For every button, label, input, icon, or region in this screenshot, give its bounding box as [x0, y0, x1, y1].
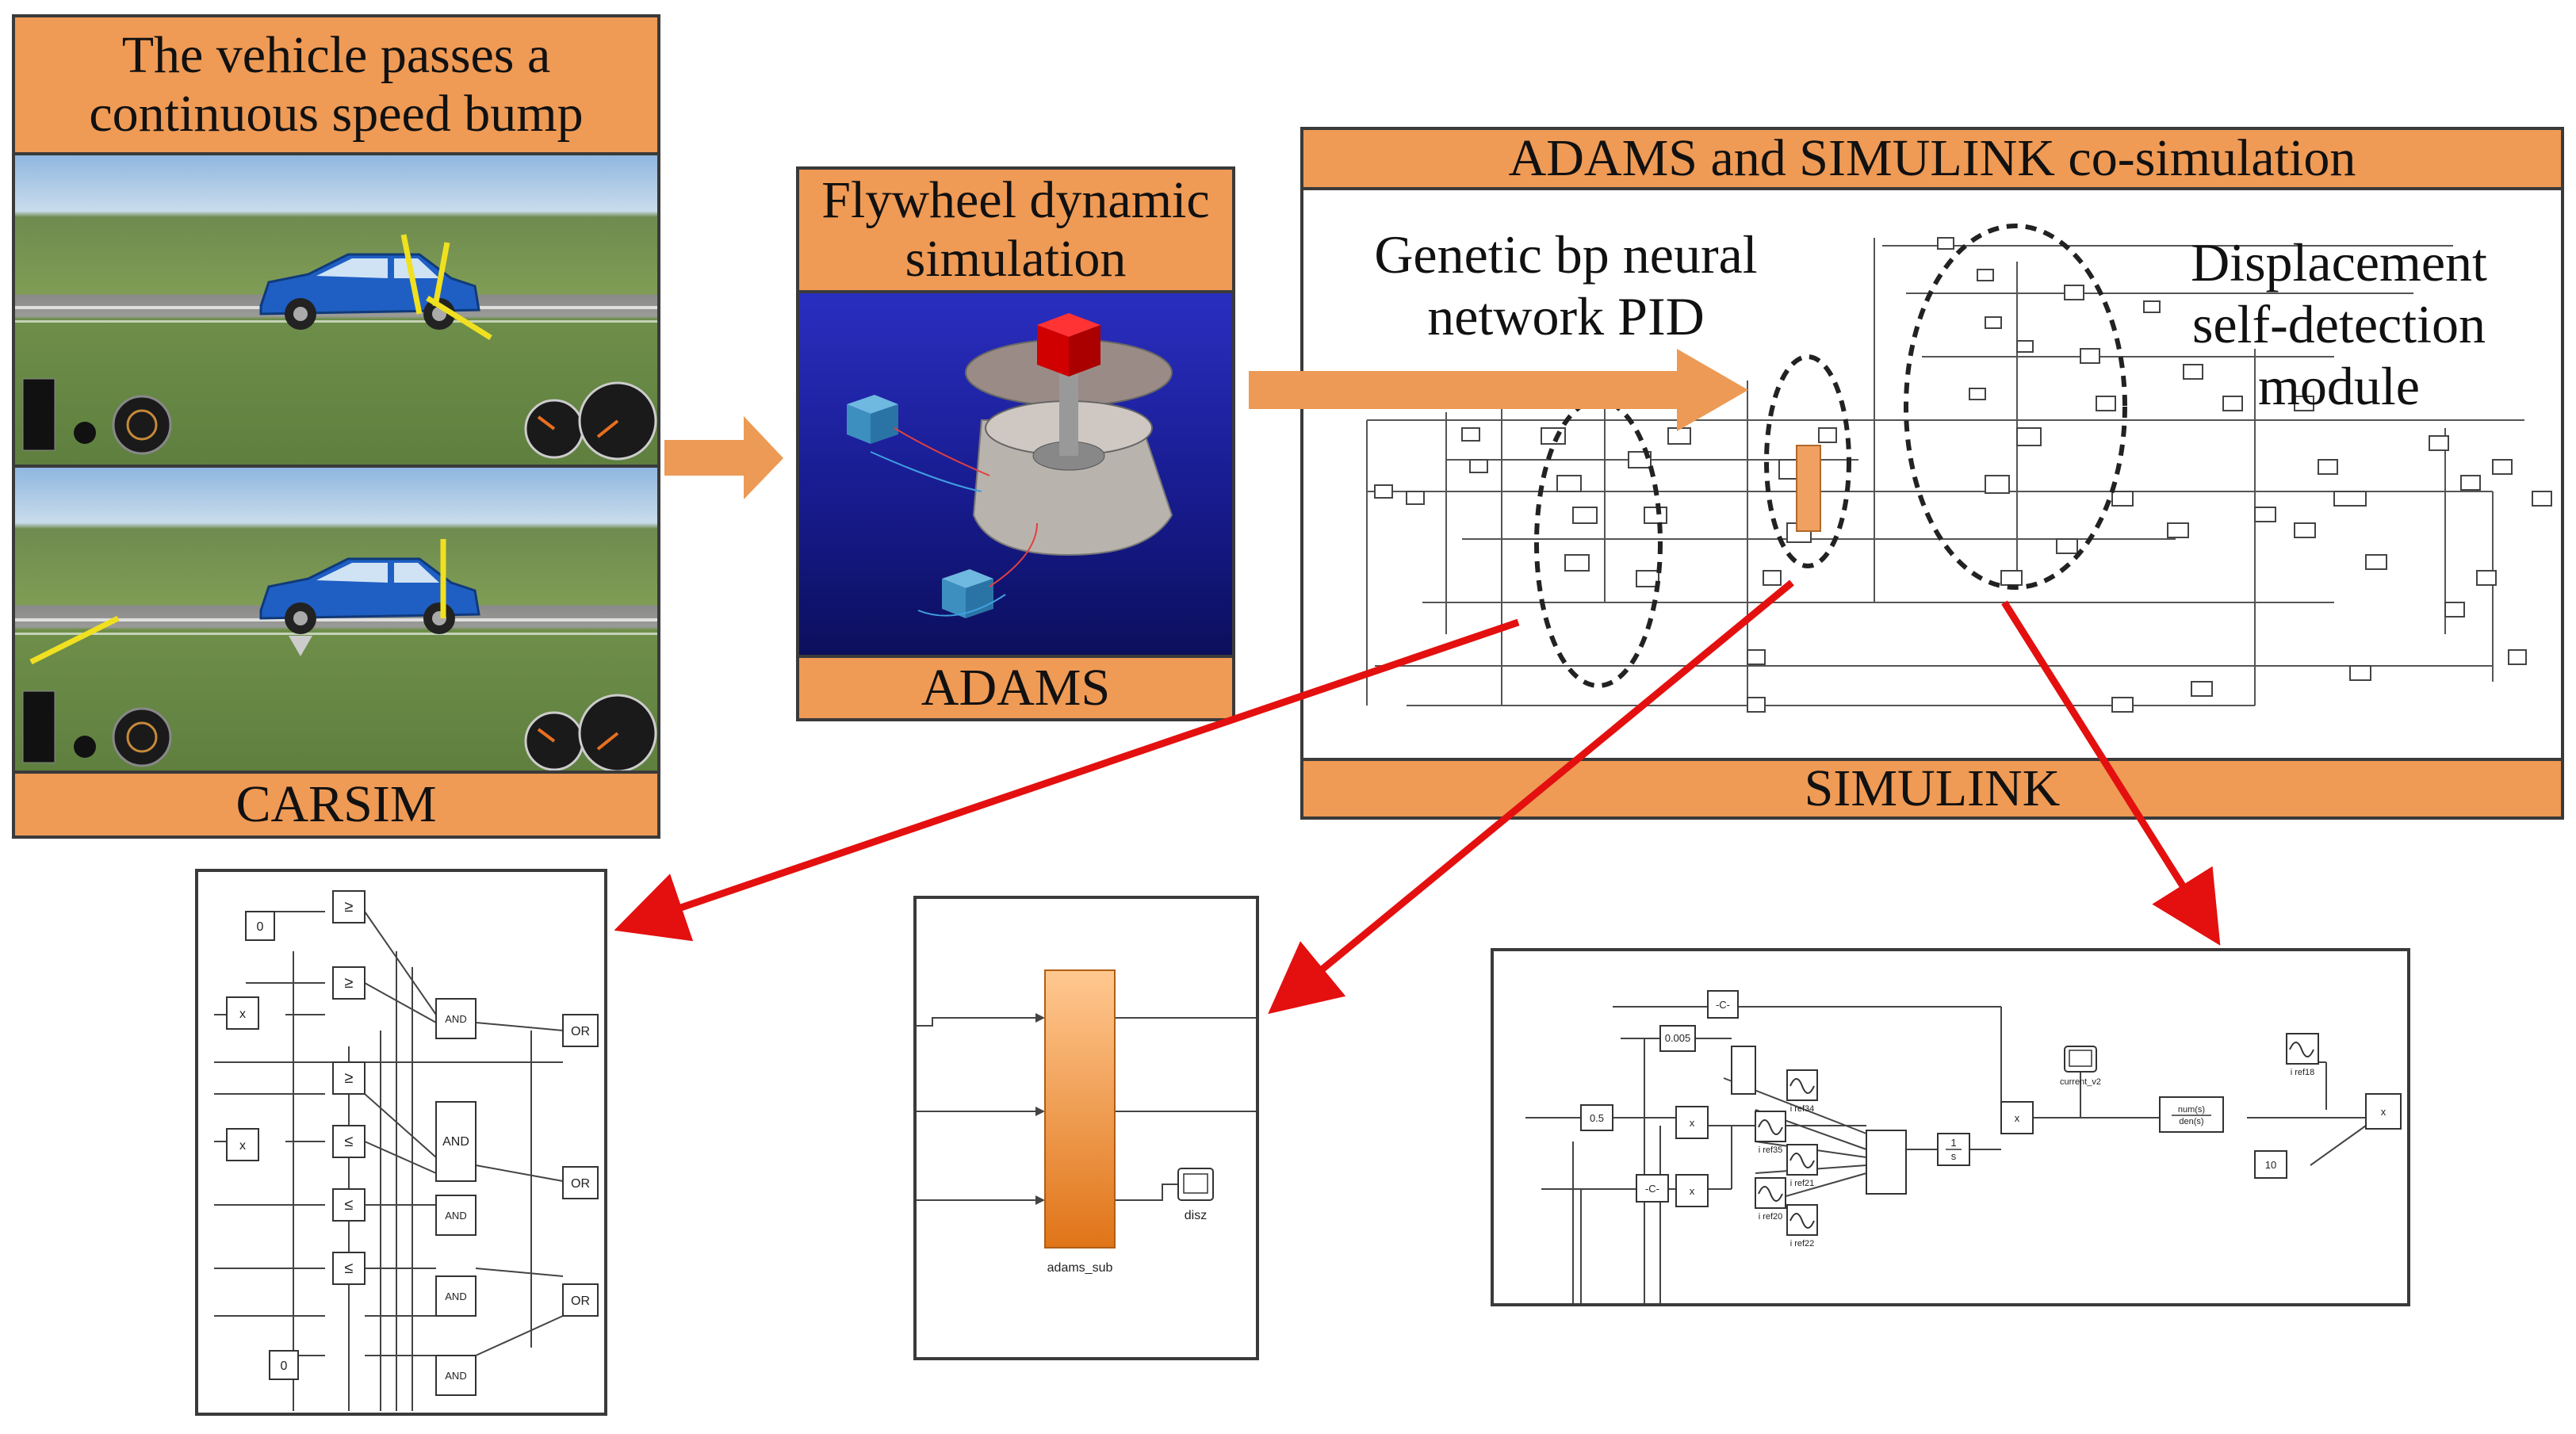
- flow-arrow-carsim-adams: [664, 416, 783, 499]
- simulink-overview-art: [1366, 224, 2552, 713]
- displacement-diagram: -C- 0.005 0.5 -C- 10 x x x x i ref34 i r…: [1525, 990, 2402, 1303]
- current-v2-label: current_v2: [2060, 1077, 2101, 1087]
- logic-and-a: AND: [445, 1013, 466, 1025]
- carsim-footer: CARSIM: [12, 771, 660, 839]
- integrator-num: 1: [1950, 1137, 1956, 1149]
- logic-ge-b: ≥: [345, 974, 354, 992]
- disz-scope-label: disz: [1185, 1209, 1207, 1222]
- const-0005: 0.005: [1665, 1032, 1691, 1044]
- mult-b: x: [1690, 1185, 1695, 1197]
- logic-and-c: AND: [445, 1210, 466, 1222]
- carsim-footer-label: CARSIM: [235, 775, 437, 834]
- red-arrow-to-logic: [614, 618, 1520, 942]
- cosim-footer-label: SIMULINK: [1804, 759, 2061, 818]
- logic-ge-c: ≥: [345, 1069, 354, 1087]
- label-genetic-pid-line1: Genetic bp neural: [1374, 224, 1758, 285]
- blue-car-icon: [259, 557, 480, 634]
- const-c1: -C-: [1716, 999, 1730, 1011]
- ref18-label: i ref18: [2291, 1068, 2315, 1077]
- cyan-box-icon: [942, 569, 993, 618]
- ref21-label: i ref21: [1790, 1179, 1815, 1188]
- logic-diagram: 0 x x 0 ≥ ≥ ≥ ≤ ≤ ≤ AND AND AND AND AND …: [214, 890, 599, 1411]
- label-genetic-pid-line2: network PID: [1427, 286, 1705, 347]
- flywheel-model-art: [847, 313, 1173, 618]
- mult-d: x: [2381, 1106, 2387, 1118]
- mult-a: x: [1690, 1117, 1695, 1129]
- adams-scene: [796, 293, 1235, 655]
- logic-and-e: AND: [445, 1370, 466, 1382]
- red-arrow-to-adams-sub: [1268, 579, 1794, 1015]
- logic-const-0-a: 0: [257, 920, 264, 934]
- cosim-title: ADAMS and SIMULINK co-simulation: [1508, 129, 2356, 188]
- carsim-scene-bottom-art: [15, 539, 657, 773]
- detail-adams-panel: adams_sub disz: [913, 896, 1259, 1360]
- adams-title-line2: simulation: [905, 230, 1127, 288]
- label-genetic-pid: Genetic bp neural network PID: [1332, 224, 1800, 347]
- adams-footer-label: ADAMS: [921, 659, 1111, 717]
- mult-c: x: [2015, 1112, 2020, 1124]
- label-displacement-line2: self-detection: [2191, 294, 2486, 355]
- adams-title-bar: Flywheel dynamic simulation: [796, 166, 1235, 293]
- carsim-title-line1: The vehicle passes a: [121, 26, 551, 85]
- ref20-label: i ref20: [1759, 1212, 1783, 1222]
- carsim-title-line2: continuous speed bump: [89, 85, 584, 143]
- logic-mult-a: x: [239, 1008, 246, 1021]
- cosim-diagram-area: [1300, 190, 2564, 758]
- adams-title-line1: Flywheel dynamic: [821, 171, 1210, 230]
- blue-car-icon: [259, 253, 480, 330]
- logic-or-b: OR: [571, 1177, 590, 1191]
- label-displacement-line3: module: [2258, 356, 2420, 417]
- detail-displacement-panel: -C- 0.005 0.5 -C- 10 x x x x i ref34 i r…: [1491, 948, 2410, 1306]
- logic-mult-b: x: [239, 1139, 246, 1153]
- logic-le-b: ≤: [345, 1196, 354, 1214]
- adams-sub-label: adams_sub: [1047, 1261, 1113, 1275]
- label-displacement-line1: Displacement: [2191, 232, 2487, 293]
- logic-ge-a: ≥: [345, 898, 354, 916]
- const-05: 0.5: [1590, 1112, 1604, 1124]
- adams-sub-diagram: adams_sub disz: [917, 969, 1256, 1275]
- logic-le-a: ≤: [345, 1133, 354, 1150]
- scope-icon: [1177, 1168, 1214, 1201]
- integrator-den: s: [1951, 1150, 1957, 1162]
- carsim-scene-top-art: [15, 234, 657, 461]
- logic-and-d: AND: [445, 1291, 466, 1302]
- logic-or-a: OR: [571, 1025, 590, 1038]
- cyan-box-icon: [847, 395, 898, 444]
- red-cube-icon: [1037, 313, 1100, 377]
- carsim-title-bar: The vehicle passes a continuous speed bu…: [12, 14, 660, 155]
- ref22-label: i ref22: [1790, 1239, 1815, 1249]
- logic-and-b: AND: [442, 1135, 469, 1149]
- adams-footer: ADAMS: [796, 655, 1235, 721]
- flow-arrow-adams-simulink: [1249, 349, 1748, 431]
- tf-den: den(s): [2179, 1117, 2203, 1126]
- const-10: 10: [2265, 1159, 2276, 1171]
- red-arrow-to-displacement: [2001, 600, 2221, 946]
- logic-or-c: OR: [571, 1294, 590, 1308]
- detail-logic-panel: 0 x x 0 ≥ ≥ ≥ ≤ ≤ ≤ AND AND AND AND AND …: [195, 869, 607, 1416]
- const-c2: -C-: [1645, 1183, 1659, 1195]
- tf-num: num(s): [2178, 1105, 2205, 1115]
- ref34-label: i ref34: [1790, 1104, 1815, 1114]
- label-displacement-module: Displacement self-detection module: [2141, 231, 2537, 418]
- scope-icon: [2064, 1046, 2097, 1073]
- logic-const-0-b: 0: [281, 1359, 288, 1373]
- carsim-scene-bottom: [12, 465, 660, 774]
- carsim-scene-top: [12, 155, 660, 465]
- ref35-label: i ref35: [1759, 1145, 1783, 1155]
- cosim-title-bar: ADAMS and SIMULINK co-simulation: [1300, 127, 2564, 190]
- logic-le-c: ≤: [345, 1260, 354, 1277]
